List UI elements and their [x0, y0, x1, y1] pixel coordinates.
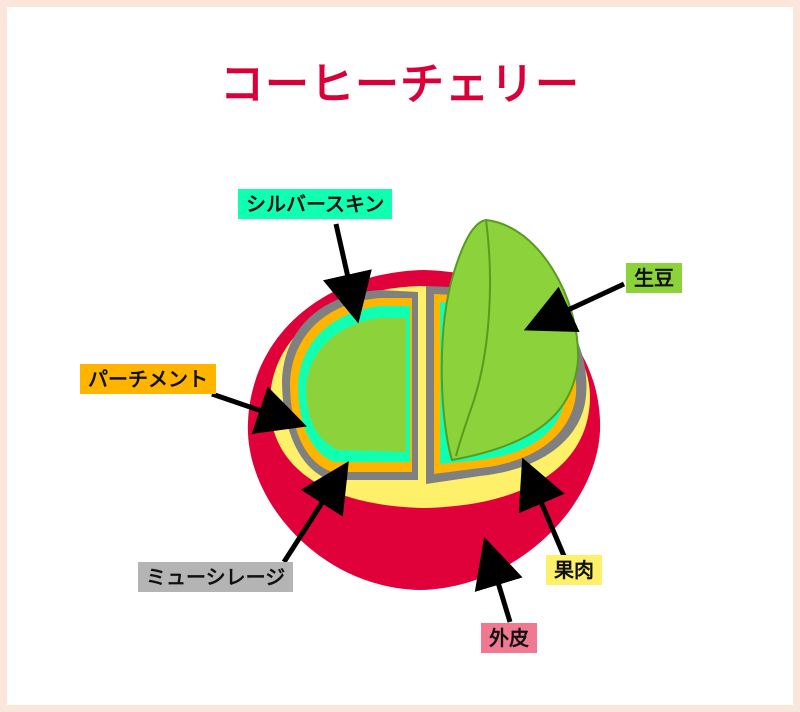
pulp-arrow: [518, 457, 567, 557]
parchment-arrow: [211, 386, 307, 434]
silverskin-arrow: [323, 223, 372, 324]
label-parchment: パーチメント: [80, 364, 216, 394]
label-silverskin: シルバースキン: [238, 189, 393, 219]
label-mucilage: ミューシレージ: [138, 562, 294, 592]
label-bean: 生豆: [626, 263, 682, 293]
label-skin: 外皮: [481, 623, 537, 653]
page-title: コーヒーチェリー: [220, 59, 580, 110]
skin-arrow: [474, 536, 523, 623]
right-bean: [440, 218, 580, 462]
bean-crease: [455, 219, 491, 457]
mucilage-arrow: [281, 461, 349, 564]
left-bean: [306, 318, 406, 452]
bean-arrow: [523, 281, 626, 333]
label-pulp: 果肉: [546, 555, 602, 585]
